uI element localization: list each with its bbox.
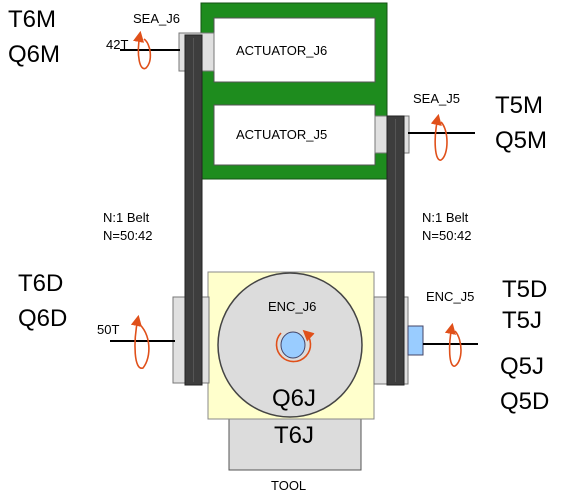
encoder-j6-rotation-arrow — [275, 329, 315, 363]
rotation-arrow-50t — [130, 314, 150, 369]
rotation-arrow-sea-j5 — [430, 113, 448, 161]
label-t6d: T6D — [18, 270, 63, 297]
label-belt-right-2: N=50:42 — [422, 228, 472, 243]
actuator-j5-box — [213, 104, 376, 166]
label-tool: TOOL — [271, 478, 306, 493]
label-t5d: T5D — [502, 276, 547, 303]
label-sea-j5: SEA_J5 — [413, 91, 460, 106]
label-belt-left-1: N:1 Belt — [103, 210, 150, 225]
label-q5m: Q5M — [495, 127, 547, 154]
label-t6j: T6J — [274, 422, 314, 449]
label-belt-right-1: N:1 Belt — [422, 210, 469, 225]
label-q6j: Q6J — [272, 385, 316, 412]
label-t5j: T5J — [502, 307, 542, 334]
label-q5j: Q5J — [500, 353, 544, 380]
label-42t: 42T — [106, 37, 128, 52]
rotation-arrow-42t — [133, 30, 152, 70]
label-q6d: Q6D — [18, 305, 67, 332]
label-t5m: T5M — [495, 92, 543, 119]
label-50t: 50T — [97, 322, 119, 337]
encoder-j6-center — [280, 331, 306, 359]
label-enc-j5: ENC_J5 — [426, 289, 474, 304]
label-actuator-j6: ACTUATOR_J6 — [236, 43, 327, 58]
label-actuator-j5: ACTUATOR_J5 — [236, 127, 327, 142]
label-q6m: Q6M — [8, 41, 60, 68]
label-q5d: Q5D — [500, 388, 549, 415]
label-enc-j6: ENC_J6 — [268, 299, 316, 314]
label-belt-left-2: N=50:42 — [103, 228, 153, 243]
label-t6m: T6M — [8, 6, 56, 33]
rotation-arrow-enc-j5 — [444, 322, 462, 367]
label-sea-j6: SEA_J6 — [133, 11, 180, 26]
actuator-j6-box — [213, 17, 376, 83]
encoder-j5-block — [407, 325, 424, 356]
